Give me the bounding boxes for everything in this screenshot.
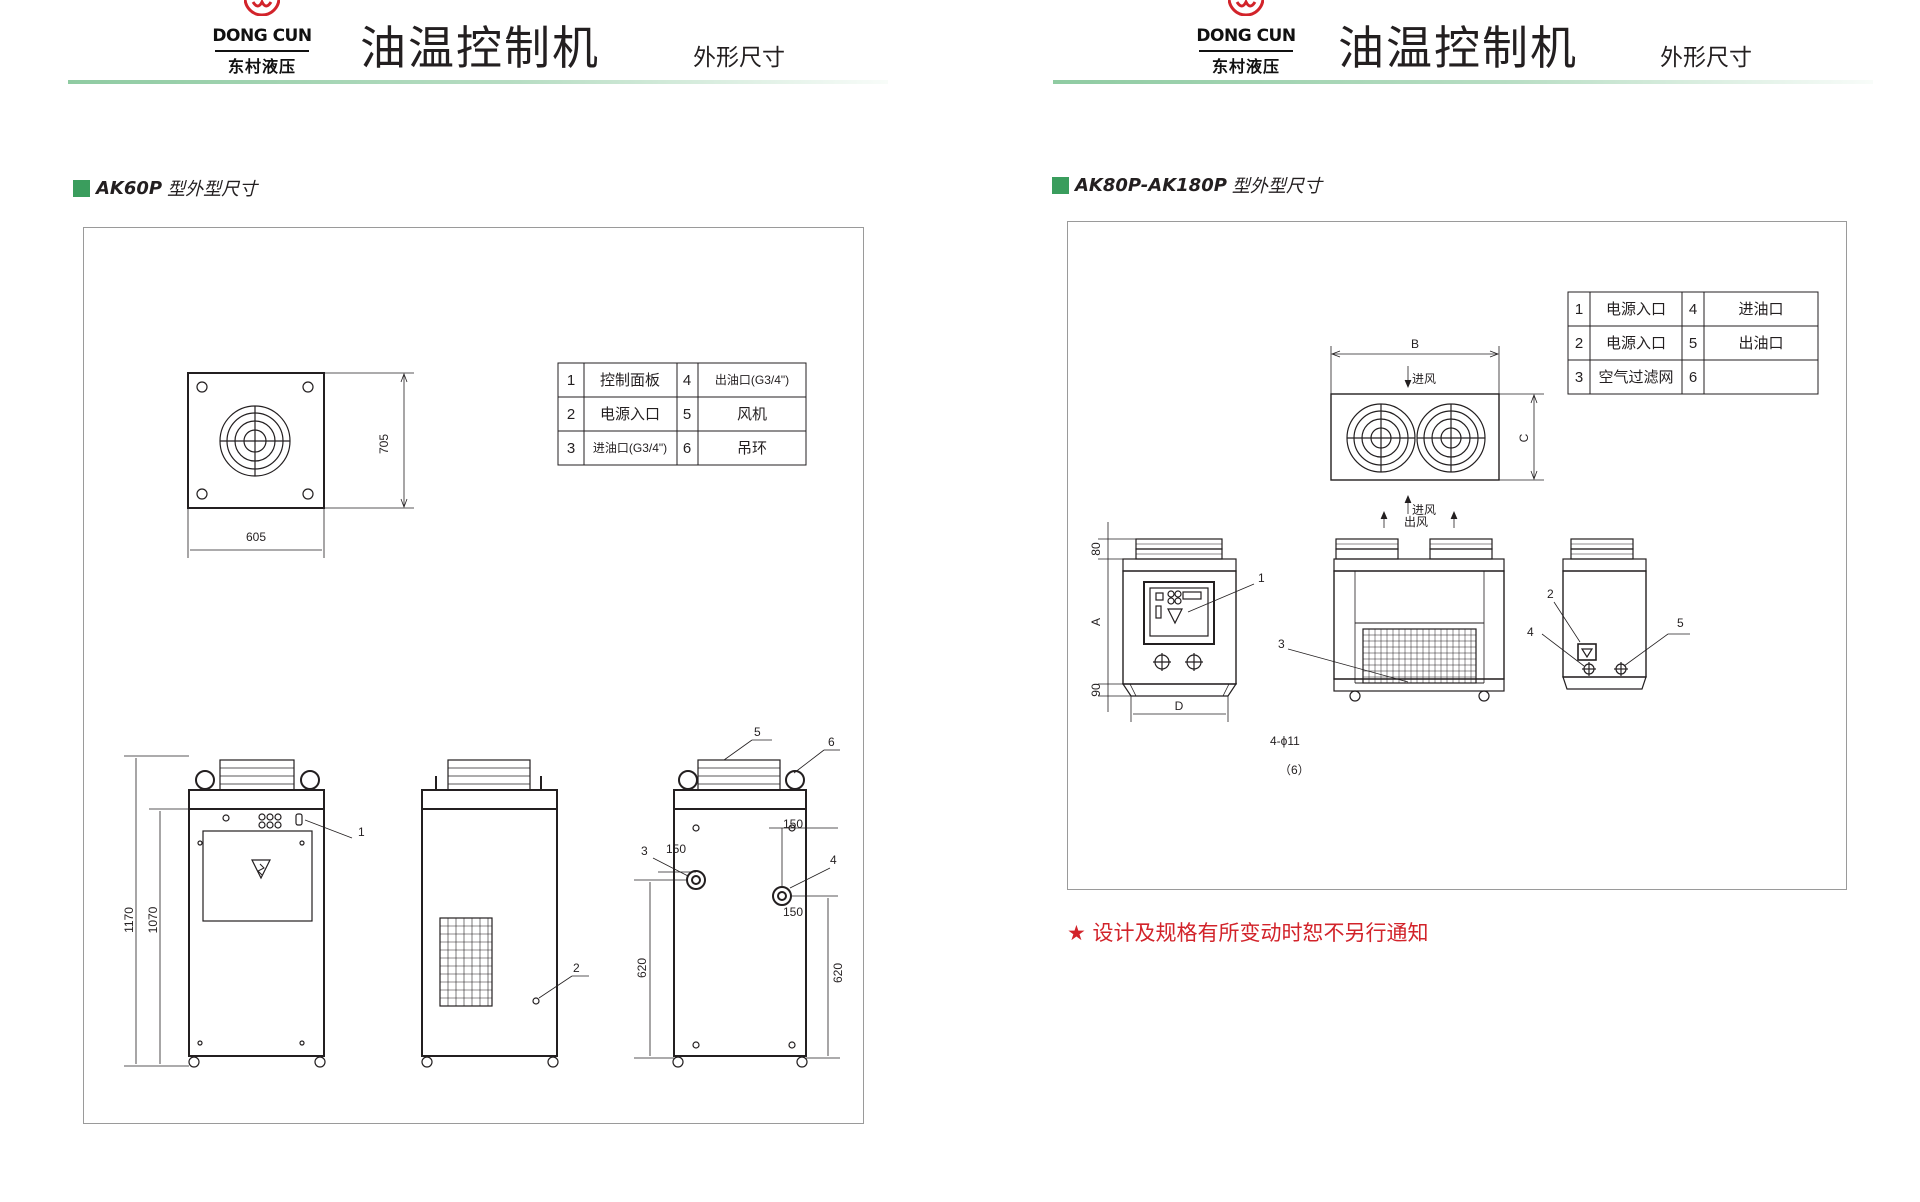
heading-marker-icon: [73, 179, 90, 197]
table-cell-name: 风机: [737, 406, 767, 423]
callout-2: 2: [573, 961, 580, 975]
callout-3: 3: [1278, 637, 1285, 651]
hole-count: （6）: [1279, 763, 1310, 777]
drawing-frame-ak60p: 605 705 1 控制面板 4 出油口(G3/4") 2 电源入口 5 风机 …: [83, 227, 864, 1124]
callout-3: 3: [641, 844, 648, 858]
right-page: DONG CUN 东村液压 油温控制机 外形尺寸 AK80P-AK180P 型外…: [960, 0, 1920, 1202]
hole-spec: 4-ϕ11: [1270, 734, 1300, 748]
parts-table-ak60p: [557, 362, 807, 466]
side-view: [634, 739, 840, 1068]
front-view: [124, 755, 353, 1068]
table-cell-name: 电源入口: [600, 406, 660, 423]
dim-top-height: 80: [1089, 542, 1103, 556]
table-cell-name: 控制面板: [600, 371, 660, 389]
dim-top-width: 605: [246, 530, 266, 544]
section-label: 外形尺寸: [1660, 45, 1752, 71]
callout-4: 4: [830, 853, 837, 867]
dimension-drawing-ak60p: 605 705 1 控制面板 4 出油口(G3/4") 2 电源入口 5 风机 …: [122, 362, 845, 1068]
dim-foot-span: D: [1175, 699, 1184, 713]
heading-marker-icon: [1052, 176, 1069, 194]
side-view: [1541, 538, 1690, 690]
model-suffix: 型外型尺寸: [167, 179, 258, 200]
dim-depth: C: [1517, 433, 1531, 442]
product-title: 油温控制机: [1338, 21, 1578, 75]
dim-width: B: [1411, 337, 1419, 351]
table-cell-name: 电源入口: [1606, 301, 1666, 318]
dim-outlet-height: 620: [831, 963, 845, 983]
callout-1: 1: [1258, 571, 1265, 585]
table-cell-no: 5: [683, 406, 691, 423]
table-cell-no: 4: [683, 372, 691, 389]
table-cell-no: 6: [683, 440, 691, 457]
table-cell-no: 6: [1689, 369, 1697, 386]
dim-top-depth: 705: [377, 434, 391, 454]
table-cell-name: 电源入口: [1606, 335, 1666, 352]
table-cell-name: 进油口: [1738, 301, 1783, 318]
dim-overall-height: 1170: [122, 907, 136, 933]
dim-outlet-offset-bottom: 150: [783, 905, 803, 919]
table-cell-name: 出油口: [1738, 335, 1783, 352]
table-cell-no: 2: [1575, 335, 1583, 352]
brand-name-en: DONG CUN: [1196, 26, 1296, 46]
callout-6: 6: [828, 735, 835, 749]
table-cell-no: 2: [567, 406, 575, 423]
header-line: [1053, 80, 1873, 84]
dim-body-height: 1070: [146, 906, 160, 933]
table-cell-name: 吊环: [737, 440, 767, 457]
model-heading: AK60P 型外型尺寸: [73, 175, 257, 201]
dimension-drawing-ak80p: 1 电源入口 4 进油口 2 电源入口 5 出油口 3 空气过滤网 6: [1089, 291, 1819, 777]
brand-name-en: DONG CUN: [212, 26, 312, 46]
dim-inlet-height: 620: [635, 958, 649, 978]
table-cell-no: 5: [1689, 335, 1697, 352]
section-label: 外形尺寸: [693, 45, 785, 71]
table-cell-no: 1: [567, 372, 575, 389]
airflow-intake-top: 进风: [1412, 372, 1436, 386]
airflow-intake-bottom: 进风: [1412, 503, 1436, 517]
brand-emblem-icon: [244, 0, 280, 16]
brand-rule: [1199, 50, 1293, 52]
callout-2: 2: [1547, 587, 1554, 601]
table-cell-no: 3: [1575, 369, 1583, 386]
table-cell-no: 3: [567, 440, 575, 457]
table-cell-name: 出油口(G3/4"): [715, 373, 789, 387]
table-cell-no: 4: [1689, 301, 1697, 318]
header-line: [68, 80, 888, 84]
top-view: [187, 372, 414, 558]
dim-base-height: 90: [1089, 683, 1103, 697]
callout-1: 1: [358, 825, 365, 839]
design-change-notice: ★ 设计及规格有所变动时恕不另行通知: [1067, 921, 1429, 945]
brand-name-cn: 东村液压: [227, 57, 296, 76]
rear-view: [1287, 510, 1505, 702]
brand-rule: [215, 50, 309, 52]
drawing-frame-ak80p: 1 电源入口 4 进油口 2 电源入口 5 出油口 3 空气过滤网 6: [1067, 221, 1847, 890]
table-cell-no: 1: [1575, 301, 1583, 318]
dim-outlet-offset-top: 150: [783, 817, 803, 831]
model-code: AK60P: [96, 177, 163, 199]
airflow-exhaust: 出风: [1404, 515, 1428, 529]
dim-body-height: A: [1089, 618, 1103, 626]
callout-5: 5: [1677, 616, 1684, 630]
callout-4: 4: [1527, 625, 1534, 639]
top-view: [1330, 346, 1544, 514]
brand-logo: DONG CUN 东村液压: [1191, 0, 1301, 80]
model-suffix: 型外型尺寸: [1231, 176, 1322, 197]
callout-5: 5: [754, 725, 761, 739]
table-cell-name: 进油口(G3/4"): [593, 441, 667, 455]
front-view: [1098, 522, 1255, 722]
dim-inlet-offset: 150: [666, 842, 686, 856]
model-code: AK80P-AK180P: [1075, 174, 1227, 196]
model-heading: AK80P-AK180P 型外型尺寸: [1052, 172, 1322, 198]
brand-logo: DONG CUN 东村液压: [207, 0, 317, 80]
product-title: 油温控制机: [360, 21, 600, 75]
parts-table-ak80p: [1567, 291, 1819, 395]
table-cell-name: 空气过滤网: [1598, 369, 1673, 386]
left-page: DONG CUN 东村液压 油温控制机 外形尺寸 AK60P 型外型尺寸: [68, 0, 888, 1124]
brand-emblem-icon: [1228, 0, 1264, 16]
rear-view: [421, 759, 589, 1068]
brand-name-cn: 东村液压: [1211, 57, 1280, 76]
